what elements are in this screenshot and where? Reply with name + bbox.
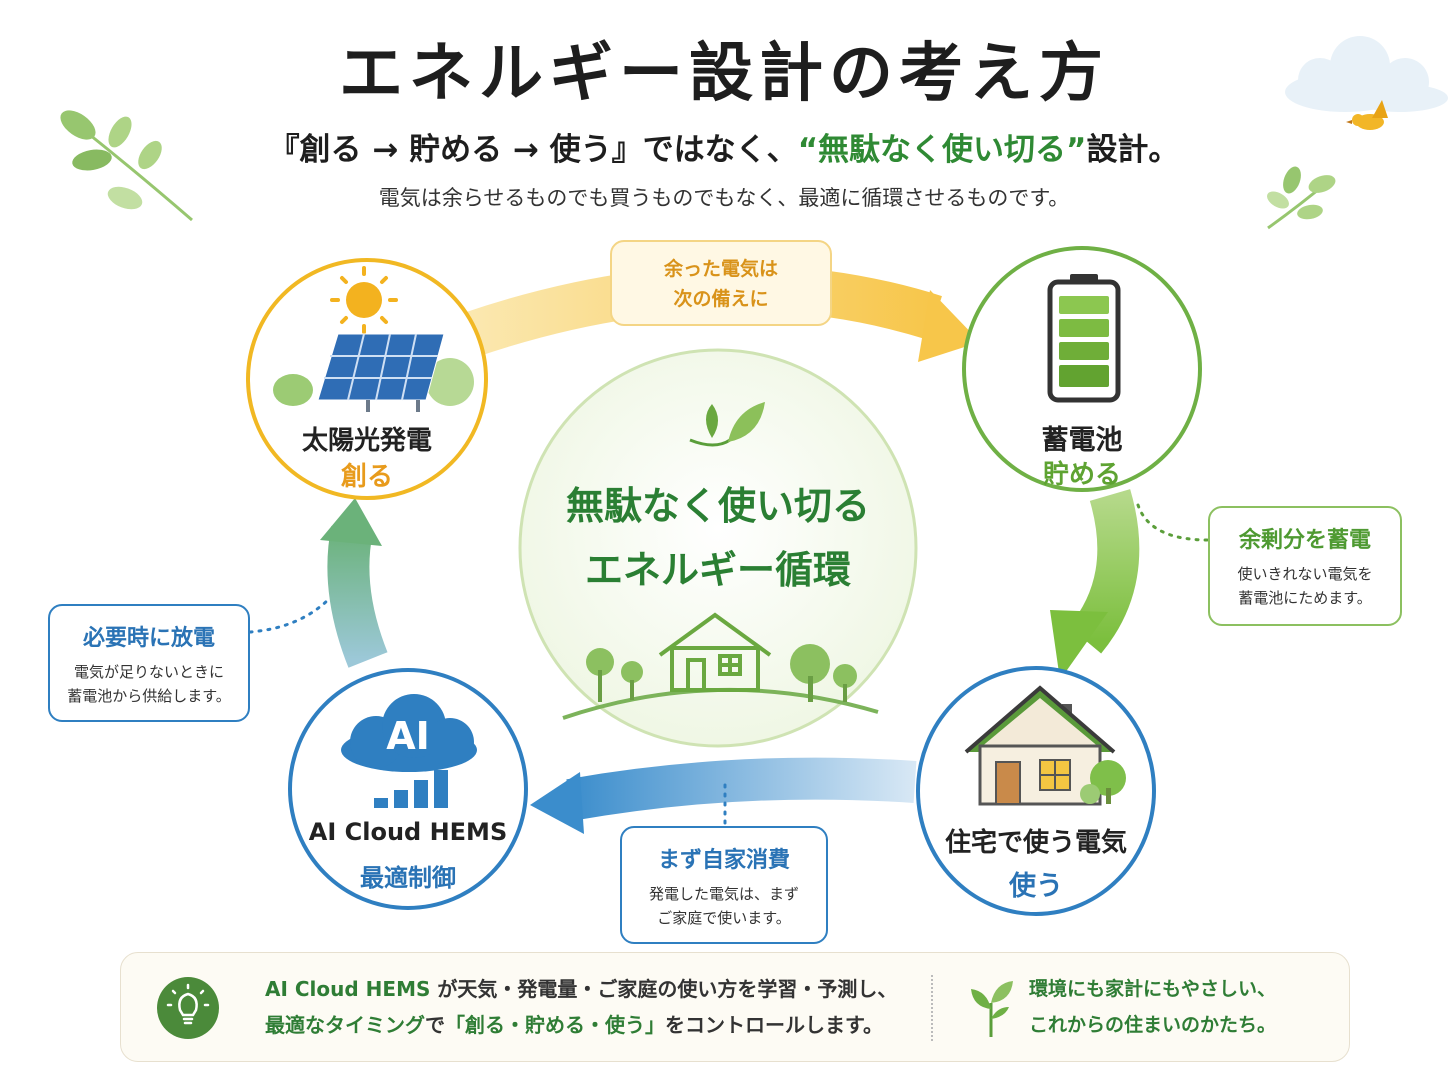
arrow-head-bottom <box>530 772 584 834</box>
surplus-line2: 蓄電池にためます。 <box>1238 589 1372 607</box>
tree-icon <box>586 644 857 702</box>
lightbulb-icon <box>157 977 219 1039</box>
footer-line1: AI Cloud HEMS が天気・発電量・ご家庭の使い方を学習・予測し、 <box>265 971 925 1007</box>
connector-discharge <box>248 596 332 634</box>
surplus-line1: 使いきれない電気を <box>1237 565 1373 583</box>
footer-panel: AI Cloud HEMS が天気・発電量・ご家庭の使い方を学習・予測し、 最適… <box>120 952 1350 1062</box>
footer-line2-rest: をコントロールします。 <box>665 1013 883 1037</box>
footer-right-line1: 環境にも家計にもやさしい、 <box>1029 978 1277 1000</box>
flow-label-solar-to-battery: 余った電気は 次の備えに <box>610 240 832 326</box>
house-role: 使う <box>1009 871 1063 902</box>
footer-line2-hl2: 「創る・貯める・使う」 <box>445 1013 665 1037</box>
node-house: 住宅で使う電気 使う <box>916 666 1156 916</box>
footer-right-line2: これからの住まいのかたち。 <box>1029 1014 1277 1036</box>
house-icon <box>964 685 1126 806</box>
footer-line2-hl1: 最適なタイミング <box>265 1013 425 1037</box>
cloud-icon <box>1285 36 1448 112</box>
discharge-line1: 電気が足りないときに <box>73 663 224 681</box>
ai-icon-text: AI <box>386 714 430 758</box>
leaf-icon <box>689 402 765 447</box>
footer-line1-rest: が天気・発電量・ご家庭の使い方を学習・予測し、 <box>430 977 898 1001</box>
arrow-head-right <box>1050 610 1108 680</box>
arrow-house-to-ai <box>566 757 917 821</box>
page-tagline: 電気は余らせるものでも買うものでもなく、最適に循環させるものです。 <box>378 186 1070 210</box>
callout-self-consumption: まず自家消費 発電した電気は、まず ご家庭で使います。 <box>620 826 828 944</box>
battery-role: 貯める <box>1042 460 1121 490</box>
ai-role: 最適制御 <box>360 864 456 892</box>
battery-icon <box>1047 274 1121 403</box>
discharge-title: 必要時に放電 <box>82 626 215 651</box>
subtitle-post: 設計。 <box>1086 132 1180 168</box>
footer-brand: AI Cloud HEMS <box>265 977 431 1001</box>
node-battery: 蓄電池 貯める <box>962 246 1202 492</box>
ai-name: AI Cloud HEMS <box>308 818 508 846</box>
house-icon <box>658 612 772 692</box>
solar-panel-icon <box>273 266 474 412</box>
callout-surplus: 余剰分を蓄電 使いきれない電気を 蓄電池にためます。 <box>1208 506 1402 626</box>
node-ai: AI AI Cloud HEMS 最適制御 <box>288 668 528 910</box>
sprout-icon <box>971 981 1013 1037</box>
arrow-ai-to-solar <box>327 525 388 668</box>
solar-name: 太陽光発電 <box>301 426 432 456</box>
flow-label-line2: 次の備えに <box>673 288 769 310</box>
footer-main-text: AI Cloud HEMS が天気・発電量・ご家庭の使い方を学習・予測し、 最適… <box>265 971 925 1043</box>
self-line1: 発電した電気は、まず <box>648 885 799 903</box>
page-subtitle: 『創る → 貯める → 使う』ではなく、“無駄なく使い切る”設計。 <box>0 124 1448 169</box>
flow-label-line1: 余った電気は <box>663 258 778 280</box>
leaf-icon <box>60 110 193 222</box>
discharge-line2: 蓄電池から供給します。 <box>67 687 231 705</box>
surplus-title: 余剰分を蓄電 <box>1238 528 1371 553</box>
ai-cloud-icon <box>341 694 477 808</box>
connector-surplus <box>1136 503 1210 542</box>
center-line1: 無駄なく使い切る <box>565 484 870 528</box>
callout-discharge: 必要時に放電 電気が足りないときに 蓄電池から供給します。 <box>48 604 250 722</box>
center-title: 無駄なく使い切る エネルギー循環 <box>520 474 916 602</box>
bird-icon <box>1346 100 1388 130</box>
center-line2: エネルギー循環 <box>584 548 851 592</box>
arrow-head-left <box>320 498 382 546</box>
footer-divider <box>931 975 933 1041</box>
footer-right-text: 環境にも家計にもやさしい、 これからの住まいのかたち。 <box>1029 971 1329 1043</box>
leaf-icon <box>1267 166 1336 230</box>
page-title: エネルギー設計の考え方 <box>339 37 1109 111</box>
signal-bars-icon <box>374 770 448 808</box>
solar-role: 創る <box>340 462 393 492</box>
battery-name: 蓄電池 <box>1041 425 1123 456</box>
footer-line2-mid: で <box>425 1013 445 1037</box>
self-title: まず自家消費 <box>657 848 790 873</box>
sun-icon <box>330 266 398 334</box>
subtitle-highlight: “無駄なく使い切る” <box>797 132 1087 168</box>
house-name: 住宅で使う電気 <box>944 828 1127 858</box>
node-solar: 太陽光発電 創る <box>246 258 488 500</box>
self-line2: ご家庭で使います。 <box>657 909 791 927</box>
footer-line2: 最適なタイミングで「創る・貯める・使う」をコントロールします。 <box>265 1007 925 1043</box>
subtitle-pre: 『創る → 貯める → 使う』ではなく、 <box>268 132 798 168</box>
